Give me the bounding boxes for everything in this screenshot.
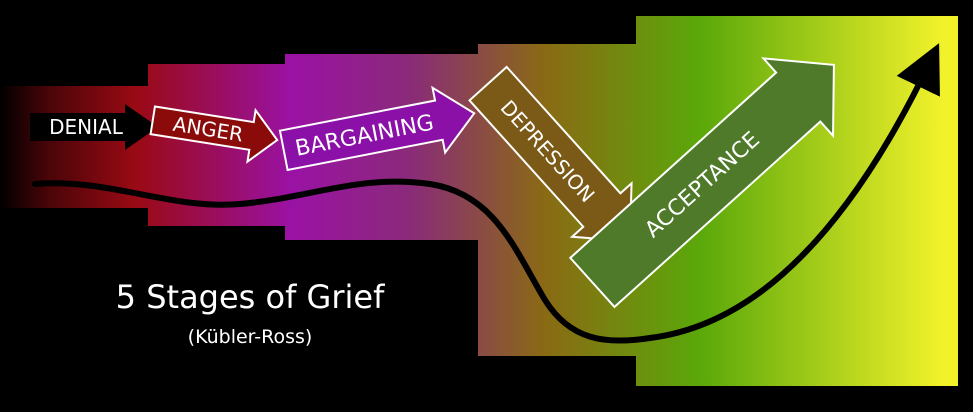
- page-subtitle: (Kübler-Ross): [188, 326, 313, 348]
- stage-arrow-bargaining: BARGAINING: [278, 85, 476, 172]
- background-band: [0, 16, 958, 386]
- stage-label-denial: DENIAL: [49, 115, 124, 139]
- grief-curve: [32, 43, 940, 344]
- page-title: 5 Stages of Grief: [116, 278, 385, 316]
- stage-arrow-denial: DENIAL: [30, 104, 158, 150]
